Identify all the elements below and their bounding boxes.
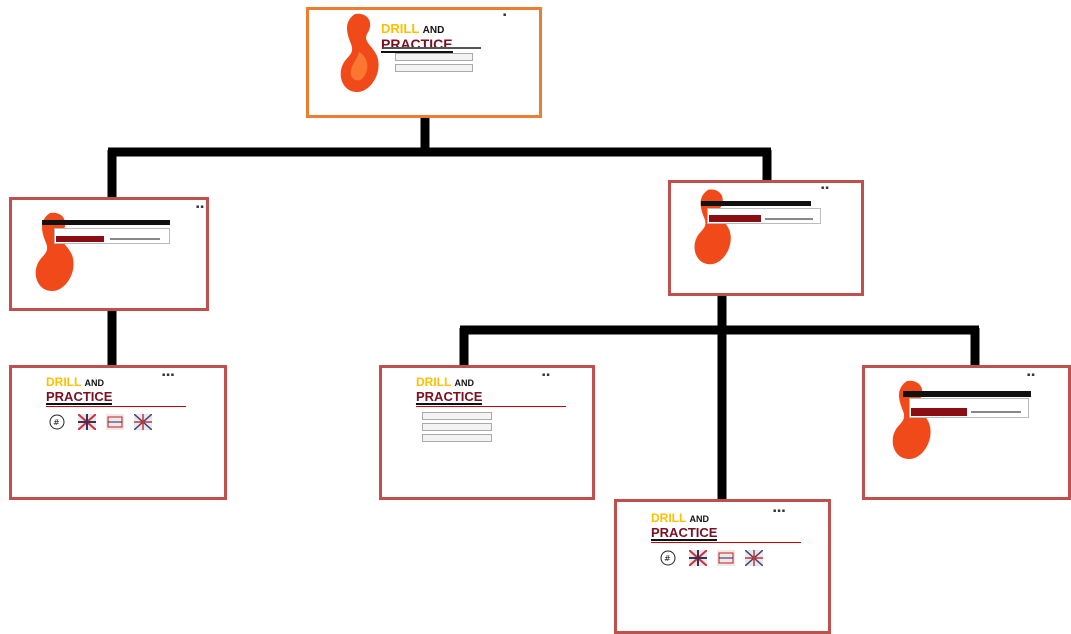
hash-tool-icon[interactable]: # bbox=[659, 550, 677, 566]
and-word: AND bbox=[422, 25, 445, 36]
flag-icon[interactable] bbox=[745, 550, 763, 566]
svg-text:#: # bbox=[53, 418, 60, 427]
and-word: AND bbox=[454, 378, 474, 388]
drill-word: DRILL bbox=[651, 511, 687, 525]
flag-icon[interactable] bbox=[689, 550, 707, 566]
flame-swirl-icon bbox=[892, 380, 931, 459]
flag-icon[interactable] bbox=[717, 550, 735, 566]
level2-left-login-node: ▪▪ bbox=[9, 197, 209, 311]
option-button-1[interactable] bbox=[395, 53, 473, 61]
register-link[interactable] bbox=[765, 218, 813, 220]
menu-button-3[interactable] bbox=[422, 434, 492, 442]
flame-swirl-icon bbox=[694, 189, 731, 265]
subtitle-line bbox=[383, 47, 481, 49]
drill-word: DRILL bbox=[416, 375, 452, 389]
hash-tool-icon[interactable]: # bbox=[48, 414, 66, 430]
level3-mid-menu-node: DRILL AND PRACTICE ▪▪ bbox=[379, 365, 595, 500]
window-controls[interactable]: ▪▪▪ bbox=[773, 508, 787, 514]
level4-bottom-menu-node: DRILL AND PRACTICE ▪▪▪ # bbox=[614, 499, 831, 634]
login-button[interactable] bbox=[56, 236, 104, 242]
window-controls[interactable]: ▪▪ bbox=[196, 204, 205, 210]
practice-word: PRACTICE bbox=[46, 389, 113, 405]
login-header-bar bbox=[701, 201, 811, 206]
separator-line bbox=[651, 542, 801, 543]
window-controls[interactable]: ▪▪ bbox=[542, 372, 551, 378]
window-controls[interactable]: ▪▪▪ bbox=[162, 372, 176, 378]
flame-swirl-icon bbox=[340, 13, 379, 92]
level3-right-form-node: ▪▪ bbox=[862, 365, 1071, 500]
menu-button-2[interactable] bbox=[422, 423, 492, 431]
flag-icon[interactable] bbox=[134, 414, 152, 430]
flame-swirl-icon bbox=[35, 212, 74, 291]
window-controls[interactable]: ▪▪ bbox=[821, 185, 830, 191]
login-header-bar bbox=[42, 220, 170, 225]
svg-text:#: # bbox=[664, 554, 671, 563]
flag-icon[interactable] bbox=[106, 414, 124, 430]
drill-word: DRILL bbox=[46, 375, 82, 389]
login-button[interactable] bbox=[709, 215, 761, 222]
form-header-bar bbox=[903, 391, 1031, 397]
and-word: AND bbox=[689, 514, 709, 524]
practice-word: PRACTICE bbox=[381, 36, 453, 53]
level3-left-menu-node: DRILL AND PRACTICE ▪▪▪ # bbox=[9, 365, 227, 500]
drill-word: DRILL bbox=[381, 21, 420, 36]
menu-button-1[interactable] bbox=[422, 412, 492, 420]
window-controls[interactable]: ▪ bbox=[503, 12, 508, 18]
separator-line bbox=[416, 406, 566, 407]
level2-right-login-node: ▪▪ bbox=[668, 180, 864, 296]
root-screen-node: DRILL AND PRACTICE ▪ bbox=[306, 7, 542, 118]
practice-word: PRACTICE bbox=[416, 389, 483, 405]
form-link[interactable] bbox=[971, 411, 1021, 413]
and-word: AND bbox=[84, 378, 104, 388]
register-link[interactable] bbox=[110, 238, 160, 240]
separator-line bbox=[46, 406, 186, 407]
submit-button[interactable] bbox=[911, 408, 967, 416]
flag-icon[interactable] bbox=[78, 414, 96, 430]
practice-word: PRACTICE bbox=[651, 525, 718, 541]
option-button-2[interactable] bbox=[395, 64, 473, 72]
window-controls[interactable]: ▪▪ bbox=[1027, 372, 1036, 378]
